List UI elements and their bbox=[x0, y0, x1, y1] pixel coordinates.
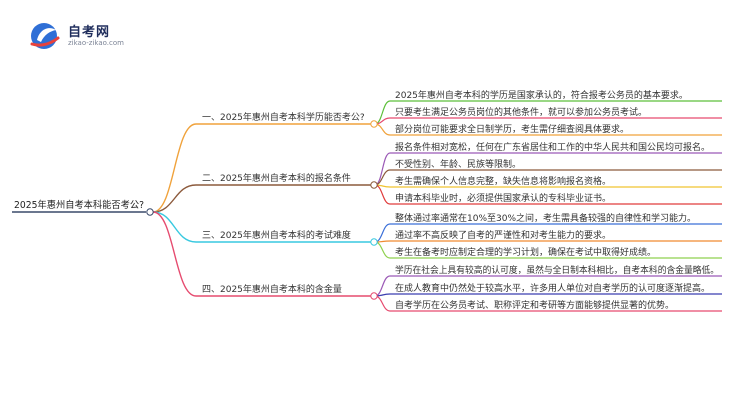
site-logo[interactable]: 自考网 zikao-zikao.com bbox=[28, 18, 158, 52]
leaf-node: 在成人教育中仍然处于较高水平，许多用人单位对自考学历的认可度逐渐提高。 bbox=[395, 282, 710, 294]
branch-connector bbox=[370, 238, 378, 246]
leaf-link bbox=[374, 275, 391, 297]
leaf-node: 不受性别、年龄、民族等限制。 bbox=[395, 158, 521, 170]
branch-link bbox=[152, 211, 197, 243]
branch-link bbox=[152, 123, 197, 213]
leaf-node: 只要考生满足公务员岗位的其他条件，就可以参加公务员考试。 bbox=[395, 106, 647, 118]
root-connector bbox=[146, 208, 154, 216]
leaf-node: 考生需确保个人信息完整，缺失信息将影响报名资格。 bbox=[395, 175, 611, 187]
leaf-link bbox=[374, 223, 391, 243]
root-node: 2025年惠州自考本科能否考公? bbox=[14, 199, 144, 211]
branch-node: 二、2025年惠州自考本科的报名条件 bbox=[202, 172, 351, 184]
mindmap-nodes: 2025年惠州自考本科能否考公? 一、2025年惠州自考本科学历能否考公? 2025… bbox=[14, 89, 719, 311]
branch-node: 一、2025年惠州自考本科学历能否考公? bbox=[202, 111, 365, 123]
leaf-node: 部分岗位可能要求全日制学历，考生需仔细查阅具体要求。 bbox=[395, 123, 629, 135]
branch-connector bbox=[370, 292, 378, 300]
branch-link bbox=[152, 211, 197, 297]
branch-connector bbox=[370, 181, 378, 189]
brand-name: 自考网 bbox=[68, 25, 111, 40]
leaf-node: 自考学历在公务员考试、职称评定和考研等方面能够提供显著的优势。 bbox=[395, 299, 674, 311]
leaf-node: 报名条件相对宽松，任何在广东省居住和工作的中华人民共和国公民均可报名。 bbox=[395, 141, 710, 153]
branch-link bbox=[152, 184, 197, 213]
leaf-link bbox=[374, 241, 391, 259]
leaf-link bbox=[374, 295, 391, 312]
leaf-link bbox=[374, 152, 391, 186]
leaf-node: 通过率不高反映了自考的严谨性和对考生能力的要求。 bbox=[395, 229, 611, 241]
leaf-node: 申请本科毕业时，必须提供国家承认的专科毕业证书。 bbox=[395, 192, 611, 204]
brand-domain: zikao-zikao.com bbox=[68, 39, 124, 47]
leaf-node: 整体通过率通常在10%至30%之间，考生需具备较强的自律性和学习能力。 bbox=[395, 212, 696, 224]
leaf-node: 学历在社会上具有较高的认可度，虽然与全日制本科相比，自考本科的含金量略低。 bbox=[395, 264, 719, 276]
leaf-node: 考生在备考时应制定合理的学习计划，确保在考试中取得好成绩。 bbox=[395, 246, 656, 258]
branch-node: 四、2025年惠州自考本科的含金量 bbox=[202, 283, 342, 295]
leaf-link bbox=[374, 184, 391, 205]
leaf-node: 2025年惠州自考本科的学历是国家承认的，符合报考公务员的基本要求。 bbox=[395, 89, 688, 101]
branch-connector bbox=[370, 120, 378, 128]
logo-icon bbox=[30, 23, 60, 49]
branch-node: 三、2025年惠州自考本科的考试难度 bbox=[202, 229, 351, 241]
